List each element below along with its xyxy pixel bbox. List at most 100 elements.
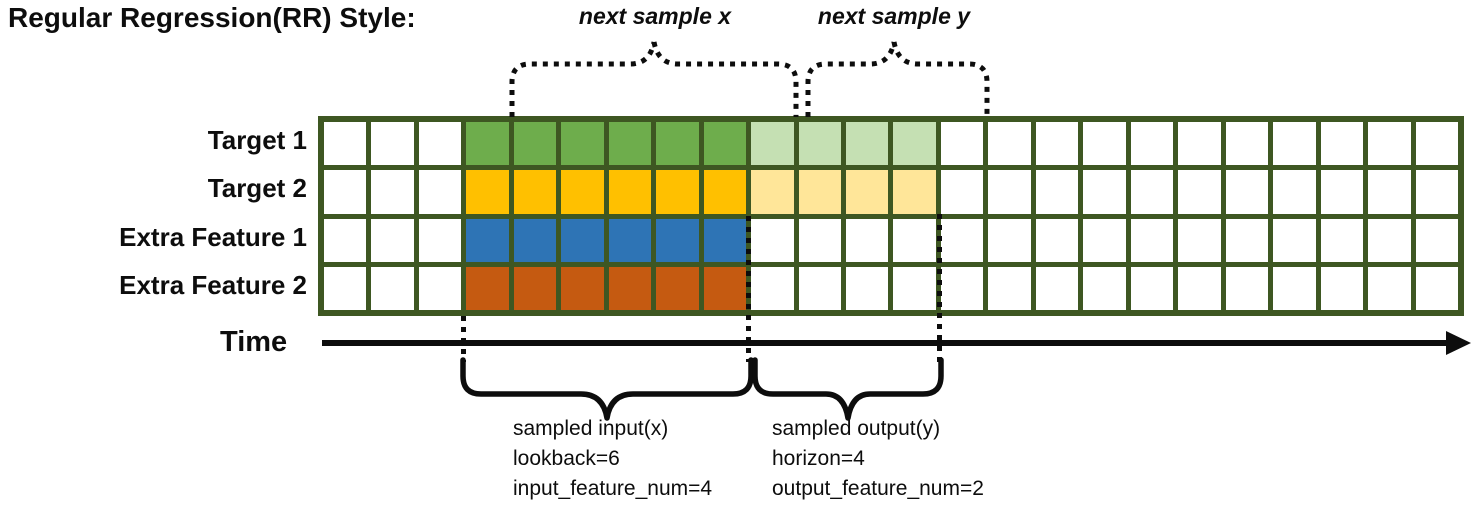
grid-cell bbox=[561, 266, 604, 310]
grid-cell bbox=[1273, 170, 1316, 214]
grid-cell bbox=[751, 218, 794, 262]
grid-cell bbox=[940, 218, 984, 262]
next-sample-x-label: next sample x bbox=[578, 3, 732, 29]
grid-cell bbox=[846, 122, 889, 166]
grid-cell bbox=[1320, 170, 1364, 214]
grid-cell bbox=[1083, 170, 1126, 214]
input-start-guide-line bbox=[461, 316, 466, 362]
grid-cell bbox=[846, 170, 889, 214]
grid-cell bbox=[371, 218, 414, 262]
grid-cell bbox=[1368, 170, 1411, 214]
grid-cell bbox=[1035, 266, 1079, 310]
sampled-input-title: sampled input(x) bbox=[513, 417, 669, 440]
input-feature-num-value: input_feature_num=4 bbox=[513, 477, 713, 500]
grid-cell bbox=[371, 266, 414, 310]
grid-cell bbox=[1178, 170, 1221, 214]
grid-cell bbox=[561, 122, 604, 166]
grid-cell bbox=[798, 122, 842, 166]
grid-cell bbox=[608, 218, 652, 262]
grid-cell bbox=[1225, 170, 1269, 214]
grid-cell bbox=[798, 218, 842, 262]
grid-cell bbox=[466, 218, 509, 262]
grid-cell bbox=[324, 218, 367, 262]
grid-cell bbox=[371, 122, 414, 166]
grid-cell bbox=[1273, 266, 1316, 310]
grid-cell bbox=[1273, 122, 1316, 166]
grid-cell bbox=[418, 218, 462, 262]
grid-cell bbox=[656, 266, 699, 310]
grid-cell bbox=[703, 122, 747, 166]
grid-cell bbox=[513, 170, 557, 214]
grid-cell bbox=[466, 122, 509, 166]
grid-cell bbox=[751, 170, 794, 214]
grid-cell bbox=[324, 266, 367, 310]
grid-cell bbox=[1083, 266, 1126, 310]
grid-cell bbox=[1368, 218, 1411, 262]
grid-cell bbox=[466, 266, 509, 310]
time-axis-arrow bbox=[322, 331, 1471, 355]
sampled-input-brace bbox=[460, 357, 754, 421]
grid-cell bbox=[1415, 266, 1458, 310]
grid-cell bbox=[988, 266, 1031, 310]
sampled-output-title: sampled output(y) bbox=[772, 417, 941, 440]
sampled-output-brace bbox=[752, 357, 944, 421]
grid-cell bbox=[1083, 218, 1126, 262]
grid-cell bbox=[1225, 122, 1269, 166]
sampled-output-note: sampled output(y) horizon=4 output_featu… bbox=[772, 414, 984, 504]
grid-cell bbox=[703, 170, 747, 214]
grid-cell bbox=[1320, 122, 1364, 166]
grid-cell bbox=[893, 122, 936, 166]
grid-cell bbox=[1178, 218, 1221, 262]
horizon-value: horizon=4 bbox=[772, 447, 865, 470]
grid-cell bbox=[324, 122, 367, 166]
input-output-boundary-guide-line bbox=[746, 216, 751, 362]
grid-cell bbox=[418, 170, 462, 214]
grid-cell bbox=[513, 122, 557, 166]
grid-cell bbox=[893, 266, 936, 310]
grid-cell bbox=[1130, 218, 1174, 262]
grid-cell bbox=[1035, 122, 1079, 166]
grid-cell bbox=[324, 170, 367, 214]
grid-cell bbox=[940, 122, 984, 166]
grid-cell bbox=[988, 170, 1031, 214]
grid-cell bbox=[798, 170, 842, 214]
grid-cell bbox=[608, 170, 652, 214]
grid-cell bbox=[988, 122, 1031, 166]
grid-cell bbox=[751, 122, 794, 166]
row-label-extra-feature-2: Extra Feature 2 bbox=[119, 270, 307, 300]
time-axis-label: Time bbox=[220, 326, 288, 358]
grid-cell bbox=[561, 170, 604, 214]
grid-cell bbox=[1320, 266, 1364, 310]
grid-cell bbox=[1273, 218, 1316, 262]
grid-cell bbox=[1083, 122, 1126, 166]
grid-cell bbox=[608, 266, 652, 310]
grid-cell bbox=[1035, 170, 1079, 214]
grid-cell bbox=[988, 218, 1031, 262]
grid-cell bbox=[1415, 218, 1458, 262]
sample-grid bbox=[318, 116, 1464, 316]
output-end-guide-line bbox=[937, 214, 942, 362]
grid-cell bbox=[893, 170, 936, 214]
row-label-target-1: Target 1 bbox=[207, 125, 307, 155]
row-label-extra-feature-1: Extra Feature 1 bbox=[119, 222, 307, 252]
grid-cell bbox=[418, 266, 462, 310]
grid-cell bbox=[940, 170, 984, 214]
grid-cell bbox=[513, 266, 557, 310]
grid-cell bbox=[1130, 122, 1174, 166]
lookback-value: lookback=6 bbox=[513, 447, 620, 470]
grid-cell bbox=[893, 218, 936, 262]
grid-cell bbox=[608, 122, 652, 166]
next-sample-y-brace bbox=[805, 41, 990, 117]
grid-cell bbox=[656, 170, 699, 214]
diagram-title: Regular Regression(RR) Style: bbox=[8, 2, 416, 33]
grid-cell bbox=[846, 218, 889, 262]
next-sample-y-label: next sample y bbox=[817, 3, 971, 29]
grid-cell bbox=[1130, 266, 1174, 310]
next-sample-x-brace bbox=[509, 41, 799, 117]
grid-cell bbox=[1415, 122, 1458, 166]
grid-cell bbox=[703, 218, 747, 262]
grid-cell bbox=[798, 266, 842, 310]
grid-cell bbox=[656, 218, 699, 262]
grid-cell bbox=[1415, 170, 1458, 214]
